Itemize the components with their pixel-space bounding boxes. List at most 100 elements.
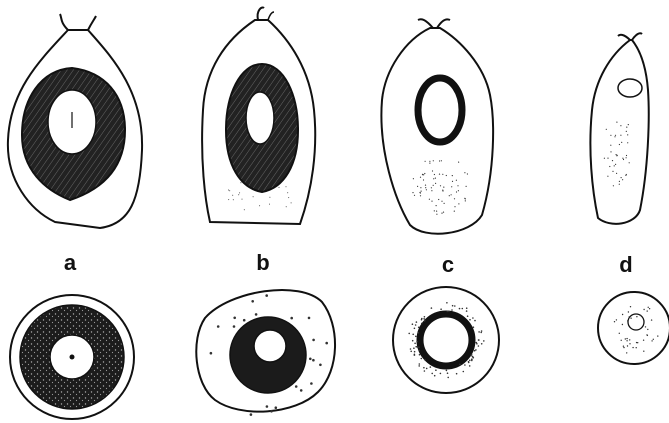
stipple-dot [646,334,647,335]
stipple-dot [467,173,468,174]
stipple-dot [619,181,620,182]
stipple-dot [472,317,474,319]
stipple-dot [266,405,269,408]
stipple-dot [458,203,459,204]
stipple-dot [210,352,213,355]
stipple-dot [463,371,465,373]
stipple-dot [483,340,485,342]
stipple-dot [480,332,482,334]
stipple-dot [412,340,414,342]
stipple-dot [431,307,433,309]
stipple-dot [629,343,630,344]
stipple-dot [420,195,421,196]
stipple-dot [300,389,303,392]
stipple-dot [412,334,414,336]
stipple-dot [249,184,250,185]
label-d: d [619,252,632,277]
stipple-dot [256,180,257,181]
stipple-dot [629,339,630,340]
stipple-dot [454,198,455,199]
stipple-dot [623,346,624,347]
stipple-dot [424,370,426,372]
stipple-dot [440,373,442,375]
stipple-dot [414,195,415,196]
stipple-dot [626,157,627,158]
stipple-dot [626,338,627,339]
stipple-dot [614,321,615,322]
stipple-dot [413,347,415,349]
stipple-dot [416,321,418,323]
stipple-dot [609,166,610,167]
stipple-dot [473,326,475,328]
specimen-b-longitudinal [202,8,315,225]
stipple-dot [621,340,622,341]
stipple-dot [457,185,458,186]
stipple-dot [465,200,466,201]
stipple-dot [607,158,608,159]
stipple-dot [233,325,236,328]
stipple-dot [615,135,616,136]
specimen-c-cross-section [393,287,499,393]
stipple-dot [446,302,448,304]
stipple-dot [647,310,648,311]
specimen-d-cross-section [598,292,669,364]
stipple-dot [459,308,461,310]
stipple-dot [648,307,649,308]
stipple-dot [643,351,644,352]
stipple-dot [424,173,425,174]
stipple-dot [249,185,250,186]
stipple-dot [433,160,434,161]
stipple-dot [238,194,239,195]
stipple-dot [478,345,480,347]
stipple-dot [425,187,426,188]
stipple-dot [620,135,621,136]
stipple-dot [620,125,621,126]
stipple-dot [647,329,648,330]
stipple-dot [435,183,436,184]
stipple-dot [481,330,483,332]
stipple-dot [429,163,430,164]
stipple-dot [619,184,620,185]
stipple-dot [415,336,417,338]
stipple-dot [614,165,615,166]
stipple-dot [625,175,626,176]
stipple-dot [469,365,471,367]
stipple-dot [456,180,457,181]
stipple-dot [447,311,449,313]
stipple-dot [424,320,426,322]
stipple-dot [649,308,650,309]
stipple-dot [312,339,315,342]
stipple-dot [422,174,423,175]
stipple-dot [621,177,622,178]
stipple-dot [446,175,447,176]
stipple-dot [441,160,442,161]
stipple-dot [466,186,467,187]
specimen-a-longitudinal [8,14,142,228]
stipple-dot [623,159,624,160]
stipple-dot [434,174,435,175]
stipple-dot [242,199,243,200]
stipple-dot [413,178,414,179]
stipple-dot [464,172,465,173]
stipple-dot [435,369,437,371]
stipple-dot [414,328,416,330]
stipple-dot [228,190,229,191]
stipple-dot [417,186,418,187]
stipple-dot [471,359,473,361]
stipple-dot [434,375,436,377]
stipple-dot [410,348,412,350]
stipple-dot [440,308,442,310]
stipple-dot [629,162,630,163]
stipple-dot [287,192,288,193]
stipple-dot [630,306,631,307]
stipple-dot [451,309,453,311]
stipple-dot [478,339,480,341]
stipple-dot [431,190,432,191]
stipple-dot [412,323,414,325]
stipple-dot [651,319,652,320]
stipple-dot [451,194,452,195]
stipple-dot [619,333,620,334]
stipple-dot [452,175,453,176]
stipple-dot [443,187,444,188]
stipple-dot [454,206,455,207]
